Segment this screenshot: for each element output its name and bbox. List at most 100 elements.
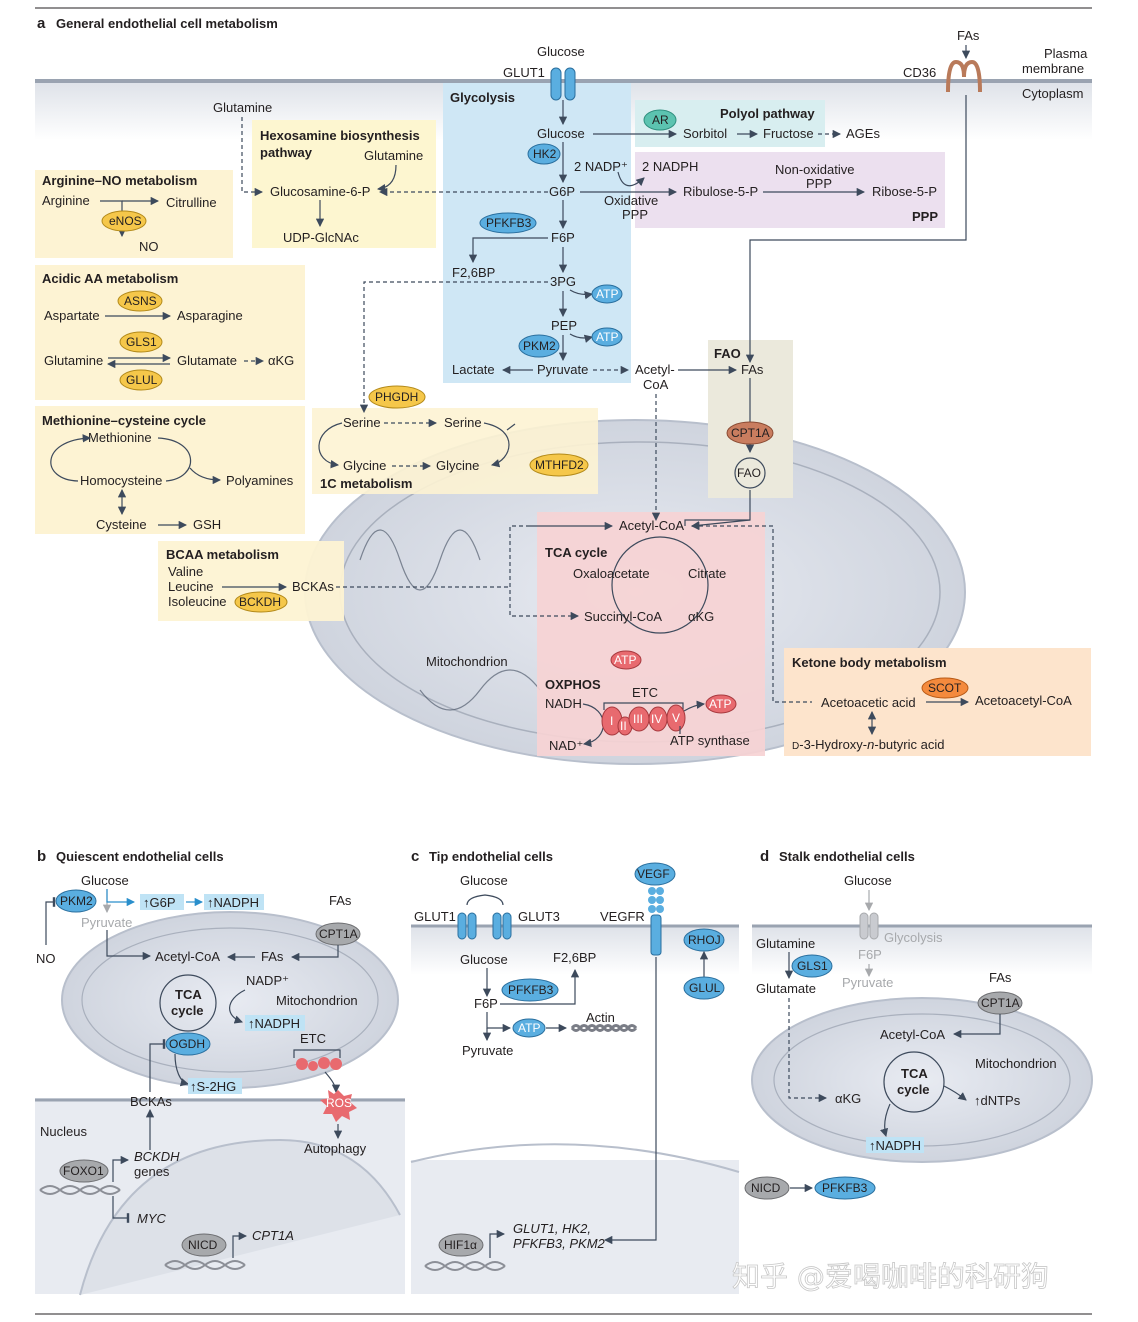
one-c-title: 1C metabolism: [320, 476, 412, 491]
glut1-transporter-icon: [550, 67, 576, 101]
actin-label: Actin: [586, 1010, 615, 1025]
fructose-label: Fructose: [763, 126, 814, 141]
cpt1a-gene-label: CPT1A: [252, 1228, 294, 1243]
valine-label: Valine: [168, 564, 203, 579]
nadph-d-box: [866, 1137, 924, 1153]
glutamine-aa-label: Glutamine: [44, 353, 103, 368]
pyruvate-label: Pyruvate: [537, 362, 588, 377]
glutamate-d-label: Glutamate: [756, 981, 816, 996]
isoleucine-label: Isoleucine: [168, 594, 227, 609]
fas-extracellular: FAs: [957, 28, 980, 43]
nonox-ppp-2: PPP: [806, 176, 832, 191]
etc-complexes: I II III IV V: [601, 704, 686, 736]
pfkfb3-d-label: PFKFB3: [822, 1181, 868, 1195]
udp-glcnac-label: UDP-GlcNAc: [283, 230, 359, 245]
complex-v: [666, 704, 686, 732]
fas-d-label: FAs: [989, 970, 1012, 985]
hk2-label: HK2: [533, 147, 557, 161]
complex-i-label: I: [610, 714, 613, 728]
pkm2-enzyme: [518, 334, 560, 358]
citrate-label: Citrate: [688, 566, 726, 581]
oxidative-ppp-2: PPP: [622, 207, 648, 222]
sorbitol-label: Sorbitol: [683, 126, 727, 141]
plasma-label: Plasma: [1044, 46, 1088, 61]
atp-oxphos: [705, 694, 737, 714]
bckdh-genes-2: genes: [134, 1164, 170, 1179]
bckdh-genes-1: BCKDH: [134, 1149, 180, 1164]
phgdh-enzyme: [368, 385, 426, 409]
no-label: NO: [139, 239, 159, 254]
acetoacetyl-label: Acetoacetyl-CoA: [975, 693, 1072, 708]
ribulose-label: Ribulose-5-P: [683, 184, 758, 199]
bcaa-title: BCAA metabolism: [166, 547, 279, 562]
gls1-enzyme: [119, 331, 163, 353]
dna-helix-icon: [39, 1185, 121, 1195]
panel-c-title: Tip endothelial cells: [429, 849, 553, 864]
3pg-label: 3PG: [550, 274, 576, 289]
aspartate-label: Aspartate: [44, 308, 100, 323]
tca-cycle-ring: [611, 536, 709, 634]
panel-a-title: General endothelial cell metabolism: [56, 16, 278, 31]
ros-burst-icon: [320, 1090, 357, 1122]
glul-enzyme: [119, 369, 163, 391]
pkm2-enzyme-b: [55, 889, 97, 913]
arginine-label: Arginine: [42, 193, 90, 208]
nadph-out-label: 2 NADPH: [642, 159, 698, 174]
cysteine-label: Cysteine: [96, 517, 147, 532]
citrulline-label: Citrulline: [166, 195, 217, 210]
atp-synthase-label: ATP synthase: [670, 733, 750, 748]
oxphos-title: OXPHOS: [545, 677, 601, 692]
glucosamine-label: Glucosamine-6-P: [270, 184, 370, 199]
nadph2-b-box: [245, 1015, 305, 1031]
arginine-title: Arginine–NO metabolism: [42, 173, 197, 188]
leucine-label: Leucine: [168, 579, 214, 594]
asns-label: ASNS: [124, 294, 157, 308]
complex-iv-label: IV: [651, 712, 662, 726]
gls1-d-enzyme: [791, 954, 833, 978]
tca-b-1: TCA: [175, 987, 202, 1002]
nicd-d-protein: [744, 1176, 790, 1200]
fao-cycle-icon: [734, 457, 766, 489]
glutamine-d-label: Glutamine: [756, 936, 815, 951]
actin-filament-icon: [570, 1024, 638, 1032]
nucleus-label: Nucleus: [40, 1124, 87, 1139]
nadph-d-label: ↑NADPH: [869, 1138, 921, 1153]
akg-d-label: αKG: [835, 1091, 861, 1106]
lactate-label: Lactate: [452, 362, 495, 377]
atp-label-2: ATP: [596, 330, 618, 344]
glucose-transporter-d: [859, 912, 879, 940]
pfkfb3-c-label: PFKFB3: [508, 983, 554, 997]
acetyl-coa-d-label: Acetyl-CoA: [880, 1027, 945, 1042]
s2hg-label: ↑S-2HG: [190, 1079, 236, 1094]
nadph-b-label: ↑NADPH: [207, 895, 259, 910]
acetyl-coa-cyto-2: CoA: [643, 377, 669, 392]
ages-label: AGEs: [846, 126, 880, 141]
f6p-d-label: F6P: [858, 947, 882, 962]
phgdh-label: PHGDH: [375, 390, 418, 404]
methionine-label: Methionine: [88, 430, 152, 445]
atp-glycolysis-1: [591, 284, 623, 304]
methionine-box: [35, 406, 305, 534]
serine-2-label: Serine: [444, 415, 482, 430]
genes-c-2: PFKFB3, PKM2: [513, 1236, 606, 1251]
etc-b-complexes: [296, 1057, 342, 1071]
complex-iii-label: III: [633, 712, 643, 726]
foxo1-label: FOXO1: [63, 1164, 104, 1178]
nonox-ppp-1: Non-oxidative: [775, 162, 855, 177]
gls1-d-label: GLS1: [797, 959, 828, 973]
glucose-extracellular: Glucose: [537, 44, 585, 59]
glucose-b-label: Glucose: [81, 873, 129, 888]
atp-label-1: ATP: [596, 287, 618, 301]
mitochondrion-d: [751, 997, 1093, 1163]
pkm2-label: PKM2: [523, 339, 556, 353]
hydroxybutyric-label: D-3-Hydroxy-n-butyric acid: [792, 737, 944, 752]
asns-enzyme: [117, 290, 163, 312]
glycine-2-label: Glycine: [436, 458, 479, 473]
glut1-label: GLUT1: [503, 65, 545, 80]
ketone-title: Ketone body metabolism: [792, 655, 947, 670]
ros-label: ROS: [326, 1096, 352, 1110]
ppp-title: PPP: [912, 209, 938, 224]
atp-c: [512, 1018, 546, 1038]
mthfd2-label: MTHFD2: [535, 458, 584, 472]
nad-label: NAD⁺: [549, 738, 583, 753]
